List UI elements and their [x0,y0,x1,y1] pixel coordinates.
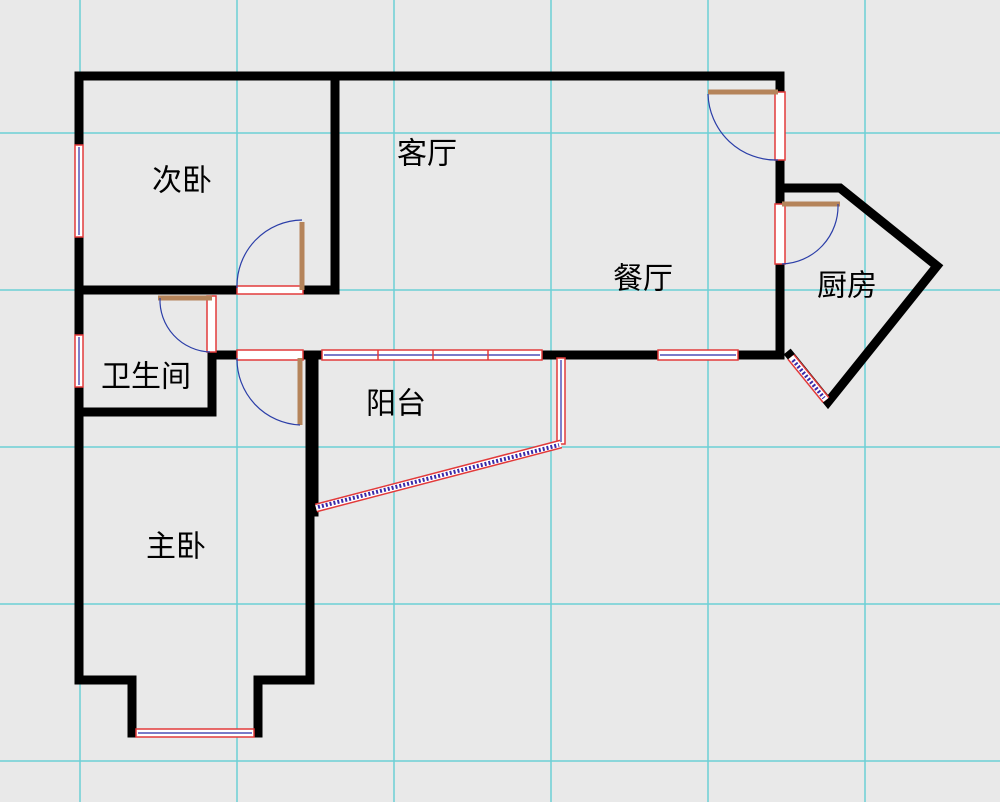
door-second-bedroom[interactable] [236,219,305,295]
label-dining-room: 餐厅 [613,262,673,297]
label-second-bedroom: 次卧 [152,164,212,199]
window-living-balcony [321,349,543,361]
label-living-room: 客厅 [397,137,457,172]
window-master-south [135,728,255,738]
window-balcony-east [556,357,566,445]
window-second-bedroom-west [74,144,84,238]
room-labels: 客厅 次卧 餐厅 厨房 卫生间 阳台 主卧 [101,137,877,565]
doors [158,89,840,426]
door-kitchen[interactable] [774,201,840,265]
label-balcony: 阳台 [366,387,426,422]
door-bathroom[interactable] [158,295,217,353]
windows [74,144,830,738]
window-balcony-diagonal [314,439,563,513]
label-kitchen: 厨房 [817,269,877,304]
label-master-bedroom: 主卧 [146,530,206,565]
window-bathroom-west [74,334,84,388]
door-entrance[interactable] [707,89,786,161]
window-kitchen-diagonal [787,354,830,403]
label-bathroom: 卫生间 [101,360,191,395]
window-dining-south [657,349,739,361]
door-master-bedroom[interactable] [236,349,304,426]
